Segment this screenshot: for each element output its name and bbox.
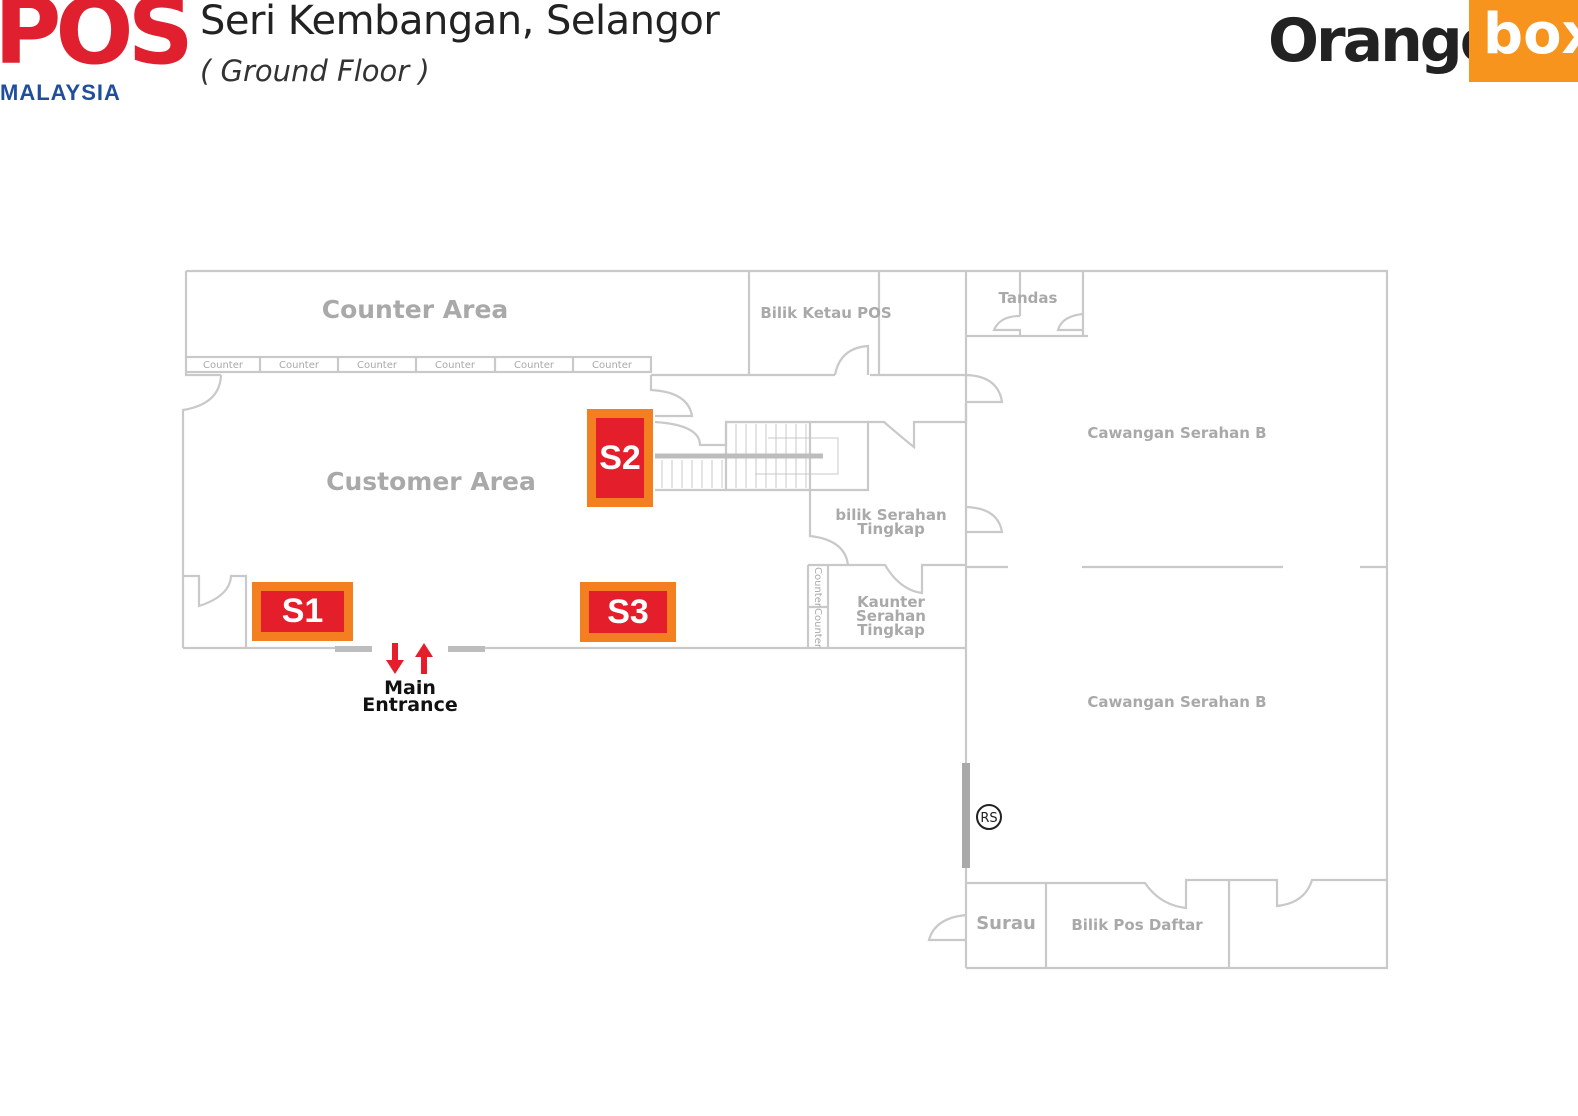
label-bilik-ketua: Bilik Ketau POS <box>760 304 891 322</box>
arrow-down-icon <box>386 643 404 674</box>
label-bilik-serahan-line2: Tingkap <box>857 520 925 538</box>
main-entrance-label: Main Entrance <box>340 677 480 716</box>
counter-labels: Counter Counter Counter Counter Counter … <box>203 360 823 649</box>
counter-label: Counter <box>279 360 320 371</box>
rs-circle-icon <box>976 804 1002 830</box>
spot-s3-label: S3 <box>589 591 667 633</box>
entrance-arrows-icon <box>386 643 433 674</box>
label-cawangan-serahan-2: Cawangan Serahan B <box>1087 693 1266 711</box>
spot-marker-s1[interactable]: S1 <box>252 582 353 641</box>
counter-label: Counter <box>592 360 633 371</box>
rs-marker: RS <box>976 804 1002 830</box>
label-bilik-pos-daftar: Bilik Pos Daftar <box>1071 916 1203 934</box>
rs-label: RS <box>980 811 997 826</box>
arrow-up-icon <box>415 643 433 674</box>
label-tandas: Tandas <box>999 289 1058 307</box>
counter-label: Counter <box>203 360 244 371</box>
spot-marker-s3[interactable]: S3 <box>580 582 676 642</box>
side-counter-label: Counter <box>812 567 823 608</box>
entrance-line2: Entrance <box>362 694 458 716</box>
spot-s1-label: S1 <box>261 591 344 632</box>
label-kaunter-line1: Kaunter <box>857 593 925 611</box>
side-counter-label: Counter <box>812 608 823 649</box>
label-bilik-serahan-line1: bilik Serahan <box>835 506 946 524</box>
orangebox-logo-box: box <box>1469 0 1578 82</box>
spot-s2-label: S2 <box>596 418 644 498</box>
walls <box>181 269 1389 970</box>
label-customer-area: Customer Area <box>326 467 536 496</box>
page-subtitle: ( Ground Floor ) <box>200 54 430 88</box>
label-surau: Surau <box>976 913 1036 934</box>
room-labels: Counter Area Customer Area Bilik Ketau P… <box>322 289 1267 934</box>
pos-logo-text: POS <box>0 0 194 85</box>
counter-label: Counter <box>435 360 476 371</box>
entrance-line1: Main <box>384 677 436 699</box>
label-counter-area: Counter Area <box>322 295 509 324</box>
counter-label: Counter <box>357 360 398 371</box>
label-cawangan-serahan-1: Cawangan Serahan B <box>1087 424 1266 442</box>
page-title: Seri Kembangan, Selangor <box>200 0 720 44</box>
label-kaunter-line3: Tingkap <box>857 621 925 639</box>
counter-label: Counter <box>514 360 555 371</box>
pos-malaysia-logo: POS MALAYSIA <box>0 0 194 105</box>
pos-logo-subtext: MALAYSIA <box>0 80 121 105</box>
orangebox-logo-word: Orange <box>1268 6 1500 76</box>
spot-marker-s2[interactable]: S2 <box>587 409 653 507</box>
orangebox-logo-box-text: box <box>1483 2 1578 67</box>
label-kaunter-line2: Serahan <box>856 607 926 625</box>
